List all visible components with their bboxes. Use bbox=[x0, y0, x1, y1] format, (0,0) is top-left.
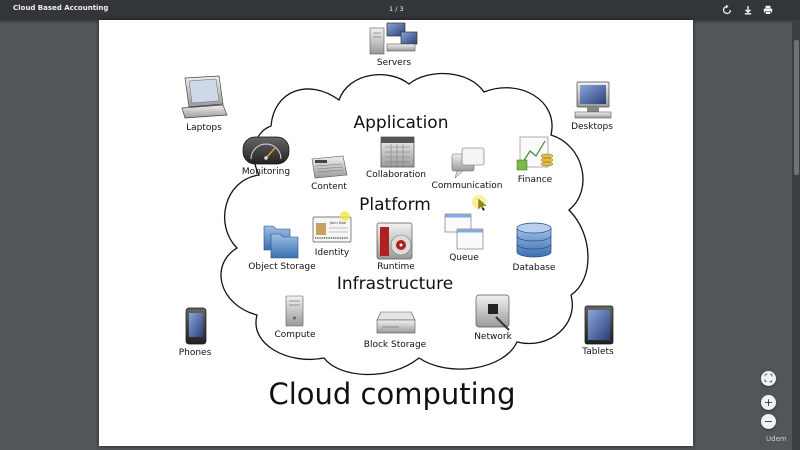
layer-infrastructure: Infrastructure bbox=[337, 274, 453, 294]
content-label: Content bbox=[311, 182, 347, 192]
cursor-highlight-dot bbox=[340, 211, 350, 221]
compute-tower-icon bbox=[285, 295, 304, 327]
collaboration-label: Collaboration bbox=[366, 170, 426, 180]
rotate-icon[interactable] bbox=[720, 3, 734, 17]
cursor-highlight-ring bbox=[472, 195, 486, 209]
runtime-disc-icon bbox=[376, 222, 413, 260]
network-label: Network bbox=[474, 332, 512, 342]
tablets-label: Tablets bbox=[581, 347, 614, 357]
identity-label: Identity bbox=[315, 248, 350, 258]
network-socket-icon bbox=[475, 294, 510, 331]
communication-bubbles-icon bbox=[451, 147, 485, 179]
monitoring-label: Monitoring bbox=[242, 167, 290, 177]
zoom-out-button[interactable]: − bbox=[761, 414, 776, 429]
fit-to-page-button[interactable]: ⛶ bbox=[761, 371, 776, 386]
desktop-icon bbox=[574, 81, 612, 119]
phone-icon bbox=[185, 307, 207, 345]
udemy-watermark: Udem bbox=[766, 435, 787, 443]
scrollbar-thumb[interactable] bbox=[794, 40, 799, 175]
laptops-label: Laptops bbox=[186, 123, 222, 133]
desktops-label: Desktops bbox=[571, 122, 613, 132]
runtime-label: Runtime bbox=[377, 262, 415, 272]
servers-icon bbox=[369, 22, 418, 55]
finance-label: Finance bbox=[518, 175, 553, 185]
pdf-page: Application Platform Infrastructure Serv… bbox=[99, 20, 693, 446]
database-label: Database bbox=[513, 263, 556, 273]
database-cylinder-icon bbox=[516, 222, 552, 258]
collaboration-calendar-icon bbox=[380, 136, 415, 168]
identity-card-icon: John Doe bbox=[312, 216, 352, 243]
compute-label: Compute bbox=[274, 330, 316, 340]
page-indicator[interactable]: 1 / 3 bbox=[389, 5, 404, 13]
queue-windows-icon bbox=[444, 213, 484, 250]
phones-label: Phones bbox=[179, 348, 212, 358]
laptop-icon bbox=[181, 75, 228, 119]
servers-label: Servers bbox=[377, 58, 412, 68]
object-storage-folders-icon bbox=[263, 225, 299, 259]
newspaper-icon bbox=[311, 155, 348, 179]
identity-card-name: John Doe bbox=[329, 221, 347, 225]
monitoring-gauge-icon bbox=[242, 136, 290, 165]
print-icon[interactable] bbox=[761, 3, 775, 17]
zoom-in-button[interactable]: + bbox=[761, 395, 776, 410]
slide-canvas: Application Platform Infrastructure Serv… bbox=[179, 22, 614, 411]
tablet-icon bbox=[584, 305, 614, 345]
layer-platform: Platform bbox=[359, 195, 431, 215]
layer-application: Application bbox=[354, 113, 449, 133]
queue-label: Queue bbox=[449, 253, 479, 263]
finance-chart-icon bbox=[516, 136, 554, 171]
viewer-toolbar: Cloud Based Accounting 1 / 3 bbox=[0, 0, 800, 20]
slide-caption: Cloud computing bbox=[269, 377, 516, 411]
download-icon[interactable] bbox=[741, 3, 755, 17]
document-title: Cloud Based Accounting bbox=[13, 4, 109, 12]
object-storage-label: Object Storage bbox=[248, 262, 316, 272]
vertical-scrollbar[interactable] bbox=[792, 20, 800, 450]
communication-label: Communication bbox=[432, 181, 503, 191]
block-storage-drive-icon bbox=[376, 311, 416, 334]
block-storage-label: Block Storage bbox=[364, 340, 427, 350]
